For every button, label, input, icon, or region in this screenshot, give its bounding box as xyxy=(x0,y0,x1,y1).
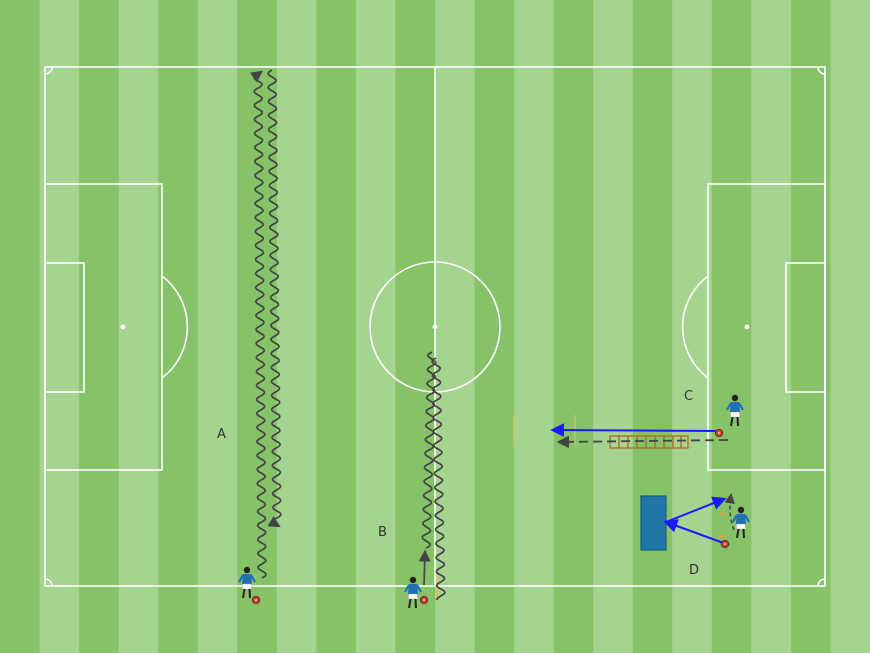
movement-path-d xyxy=(724,492,735,531)
corner-arc-bottom-left xyxy=(44,578,53,587)
right-penalty-arc xyxy=(681,275,709,379)
pitch-stripe xyxy=(39,0,80,653)
zone-a-drill xyxy=(237,69,282,605)
ball-icon xyxy=(714,428,724,438)
ball-icon xyxy=(720,539,730,549)
dribble-path-b-up xyxy=(421,351,437,549)
pitch-stripe xyxy=(593,0,634,653)
pitch-stripe xyxy=(79,0,120,653)
zone-label-c: C xyxy=(684,389,693,404)
dribble-path-a-down xyxy=(267,69,282,528)
pitch-stripe xyxy=(672,0,713,653)
zone-c-drill xyxy=(513,393,745,449)
pitch-stripe xyxy=(0,0,41,653)
pitch-stripe xyxy=(830,0,870,653)
pitch-stripe xyxy=(276,0,317,653)
pitch-markings xyxy=(44,66,826,587)
rebounder-board-icon xyxy=(640,495,667,551)
run-arrow xyxy=(556,435,729,449)
pitch-stripe xyxy=(474,0,515,653)
pitch-stripe xyxy=(632,0,673,653)
right-penalty-spot xyxy=(744,324,750,330)
pitch-stripe xyxy=(553,0,594,653)
zone-label-a: A xyxy=(217,427,226,442)
corner-arc-top-left xyxy=(44,66,53,75)
pass-arrow xyxy=(663,519,730,546)
dribble-path-a-up xyxy=(249,70,267,579)
ball-icon xyxy=(419,595,429,605)
pitch-stripe xyxy=(158,0,199,653)
pitch-stripe xyxy=(316,0,357,653)
dribble-path-b-start xyxy=(418,549,431,586)
dribble-path-b-down xyxy=(431,357,446,600)
left-penalty-spot xyxy=(120,324,126,330)
zone-label-b: B xyxy=(378,525,387,540)
centre-spot xyxy=(432,324,438,330)
pitch-stripe xyxy=(514,0,555,653)
zone-d-drill xyxy=(640,492,751,551)
cone-icon xyxy=(718,534,726,537)
pass-arrow xyxy=(550,423,717,438)
pitch-stripe xyxy=(435,0,476,653)
pitch-stripe xyxy=(355,0,397,653)
left-goal-area xyxy=(44,262,85,393)
corner-arc-top-right xyxy=(817,66,826,75)
cone-icon xyxy=(718,512,726,515)
pitch-stripe xyxy=(395,0,436,653)
zone-b-drill xyxy=(403,351,446,610)
pitch-stripe xyxy=(197,0,238,653)
corner-arc-bottom-right xyxy=(817,578,826,587)
pitch-stripe xyxy=(751,0,792,653)
right-goal-area xyxy=(785,262,826,393)
zone-label-d: D xyxy=(689,563,699,578)
return-pass-arrow xyxy=(665,496,727,523)
left-penalty-arc xyxy=(161,275,189,379)
ball-icon xyxy=(251,595,261,605)
